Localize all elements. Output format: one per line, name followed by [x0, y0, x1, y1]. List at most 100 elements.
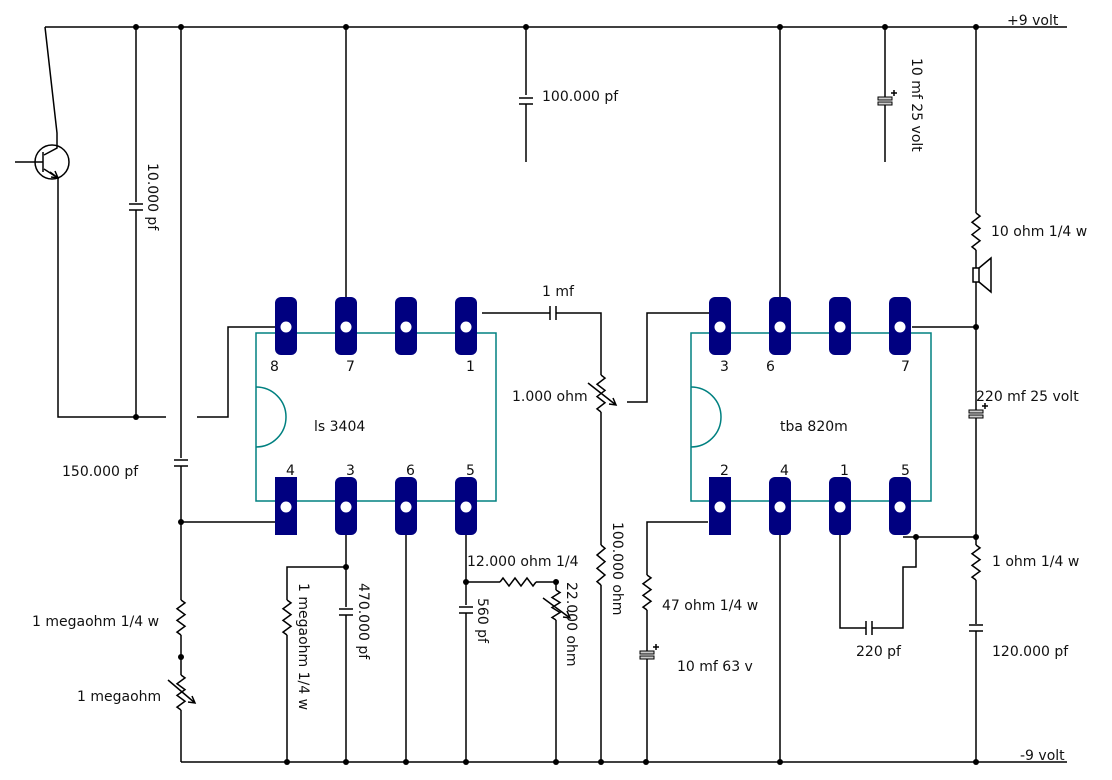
- ic1-pin-label: 6: [406, 463, 415, 479]
- capacitor: [129, 203, 143, 211]
- ic-pin-hole: [834, 321, 846, 333]
- ic-pin-hole: [280, 321, 292, 333]
- label-22000ohm: 22.000 ohm: [563, 582, 579, 667]
- wire: [627, 312, 710, 403]
- ic2-pin-label: 2: [720, 463, 729, 479]
- capacitor-1mf: [549, 306, 557, 320]
- ic1-body: [255, 332, 497, 502]
- ic-pin-hole: [400, 501, 412, 513]
- ic2-body: [690, 332, 932, 502]
- positive-rail-label: +9 volt: [1007, 13, 1059, 29]
- wire: [839, 535, 866, 629]
- transistor-icon: [34, 144, 70, 180]
- ic-pins: [275, 297, 911, 535]
- resistor-1-megaohm: [281, 599, 293, 636]
- label-1mf: 1 mf: [542, 284, 575, 300]
- resistor-47-ohm: [641, 574, 653, 611]
- ic-pin-hole: [280, 501, 292, 513]
- wiper-arrow-icon: [587, 382, 618, 406]
- ic1-pin-label: 3: [346, 463, 355, 479]
- ic-pin-hole: [774, 501, 786, 513]
- ic-pin-hole: [340, 321, 352, 333]
- label-100000ohm: 100.000 ohm: [609, 522, 625, 615]
- label-1meg-quarter-v: 1 megaohm 1/4 w: [295, 583, 311, 710]
- ic-pin-hole: [340, 501, 352, 513]
- emitter-arrow-icon: [49, 170, 60, 179]
- electrolytic-capacitor: [968, 414, 984, 419]
- resistor-100000-ohm: [595, 544, 607, 586]
- wire: [872, 537, 917, 629]
- electrolytic-capacitor: [877, 101, 893, 106]
- label-12000ohm: 12.000 ohm 1/4: [467, 554, 579, 570]
- ic2-pin-label: 4: [780, 463, 789, 479]
- resistor-12000-ohm: [499, 576, 537, 588]
- label-47ohm: 47 ohm 1/4 w: [662, 598, 758, 614]
- ic2-label: tba 820m: [780, 419, 848, 435]
- potentiometer-22000-ohm: [550, 589, 562, 621]
- label-220mf: 220 mf 25 volt: [976, 389, 1079, 405]
- label-10mf-63v: 10 mf 63 v: [677, 659, 753, 675]
- ic2-pin-label: 7: [901, 359, 910, 375]
- ic-pin-hole: [714, 321, 726, 333]
- wire: [536, 581, 557, 590]
- ic1-pin-label: 7: [346, 359, 355, 375]
- plus-sign-icon: [653, 644, 659, 650]
- ic2-pin-label: 6: [766, 359, 775, 375]
- wire: [286, 566, 346, 600]
- resistor-1-ohm: [970, 544, 982, 581]
- speaker-icon: [972, 267, 980, 283]
- ic2-pin-label: 5: [901, 463, 910, 479]
- ic-pin-hole: [894, 321, 906, 333]
- label-100000pf: 100.000 pf: [542, 89, 619, 105]
- capacitor: [339, 608, 353, 616]
- label-120000pf: 120.000 pf: [992, 644, 1069, 660]
- label-220pf: 220 pf: [856, 644, 902, 660]
- resistor-10-ohm: [970, 212, 982, 251]
- capacitor: [174, 459, 188, 467]
- label-10000pf: 10.000 pf: [144, 163, 160, 231]
- ic1-notch: [255, 386, 287, 448]
- label-560pf: 560 pf: [474, 598, 490, 644]
- wiper-arrow-icon: [542, 597, 572, 619]
- wire: [197, 326, 275, 418]
- ic2-pin-label: 3: [720, 359, 729, 375]
- capacitor: [459, 606, 473, 614]
- ic1-pin-label: 5: [466, 463, 475, 479]
- resistor-1-megaohm: [175, 599, 187, 636]
- capacitor: [519, 97, 533, 105]
- label-1000ohm: 1.000 ohm: [512, 389, 588, 405]
- label-150000pf: 150.000 pf: [62, 464, 139, 480]
- ic1-label: ls 3404: [314, 419, 365, 435]
- electrolytic-capacitor: [639, 655, 655, 660]
- label-1meg-pot: 1 megaohm: [77, 689, 161, 705]
- plus-sign-icon: [891, 90, 897, 96]
- ic-pin-hole: [460, 501, 472, 513]
- junction-dot: [133, 414, 139, 420]
- ic-pin-hole: [894, 501, 906, 513]
- electrolytic-capacitor: [639, 650, 655, 655]
- wire: [43, 26, 58, 156]
- potentiometer-1-megaohm: [175, 674, 187, 711]
- label-1meg-quarter: 1 megaohm 1/4 w: [32, 614, 159, 630]
- ic2-pin-label: 1: [840, 463, 849, 479]
- ic2-notch: [690, 386, 722, 448]
- ic1-pin-label: 4: [286, 463, 295, 479]
- wiper-arrow-icon: [167, 679, 197, 704]
- label-1ohm: 1 ohm 1/4 w: [992, 554, 1079, 570]
- label-10mf-25v: 10 mf 25 volt: [908, 58, 924, 152]
- negative-rail-label: -9 volt: [1020, 748, 1065, 764]
- ic-pin-hole: [774, 321, 786, 333]
- components: [34, 90, 992, 711]
- label-470000pf: 470.000 pf: [355, 583, 371, 660]
- wires: [15, 24, 1067, 765]
- ic-pin-hole: [400, 321, 412, 333]
- ic-pin-hole: [460, 321, 472, 333]
- plus-sign-icon: [982, 403, 988, 409]
- ic-pin-hole: [714, 501, 726, 513]
- electrolytic-capacitor: [968, 409, 984, 414]
- ic-pin-hole: [834, 501, 846, 513]
- label-10ohm: 10 ohm 1/4 w: [991, 224, 1087, 240]
- ic1-pin-label: 1: [466, 359, 475, 375]
- electrolytic-capacitor: [877, 96, 893, 101]
